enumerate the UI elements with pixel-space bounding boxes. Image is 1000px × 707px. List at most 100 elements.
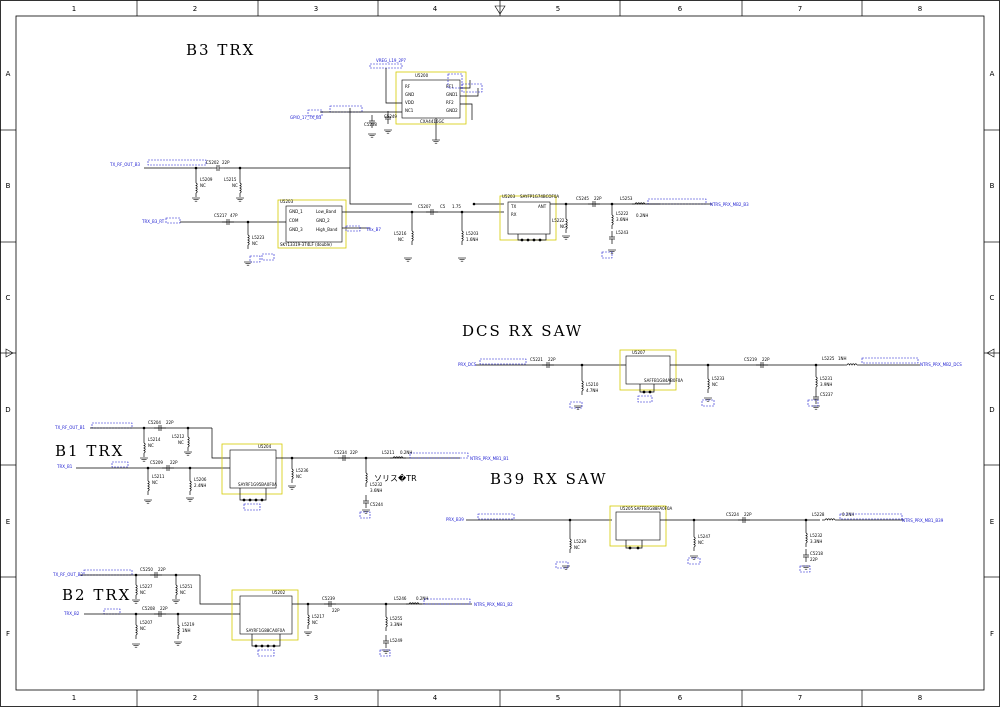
b39-saw-ref: U5205 [620,506,634,511]
row-label-c-right: C [990,294,995,302]
l5232-label: L5232 [370,482,383,487]
b39-output-net-label[interactable]: NTRS_PRX_MB1_B39 [902,518,944,523]
trx-b7-net-label[interactable]: TRx_B7 [365,227,381,232]
u5200-pin-rf: RF [405,84,411,89]
b3-duplexer-chip[interactable] [507,201,551,235]
l5210-value: 4.7NH [586,388,598,393]
row-label-f: F [6,630,10,638]
row-label-f-right: F [990,630,994,638]
b2-duplexer-part: SAYRF1G88CA0F0A [246,628,285,633]
b39-rx-saw-circuit: PRX_B39 L5229 NC U5205 SAFFB1G88FA0F0A L… [446,505,944,573]
b3-l-shunt-nc: NC [560,224,566,229]
l5231-label: L5231 [820,376,833,381]
l5233-label: L5233 [712,376,725,381]
c5250-value: 22P [158,567,166,572]
b3-duplexer-ref: U5203 [502,194,516,199]
l5225-value: 1NH [838,356,847,361]
l5251-label: L5251 [180,584,193,589]
l5210-label: L5210 [586,382,599,387]
b1-rx-in-label[interactable]: TRX_B1 [56,464,73,469]
b39-saw-part: SAFFB1G88FA0F0A [634,506,672,511]
c5202-label: C5202 [206,160,219,165]
b3-tx-in-label[interactable]: TX_RF_OUT_B3 [109,162,141,167]
b2-duplexer-ref: U5202 [272,590,286,595]
l5255-value: 3.3NH [390,622,402,627]
col-label-8: 8 [918,5,922,13]
b39-input-net-label[interactable]: PRX_B39 [446,517,464,522]
l5223-nc: NC [252,241,258,246]
row-label-b: B [6,182,11,190]
c5224-value: 22P [744,512,752,517]
row-label-e-right: E [990,518,994,526]
l5232-b39-value: 3.3NH [810,539,822,544]
c5217-label: C5217 [214,213,227,218]
l5214-nc: NC [148,443,154,448]
l5222-label: L5222 [616,211,629,216]
b3-rx-in-label[interactable]: TRX_B3_RT [141,219,165,224]
c5204-value: 22P [166,420,174,425]
l5209-label: L5209 [200,177,213,182]
b3-switch-pin-gnd2: GND_2 [316,218,330,223]
dcs-output-net-label[interactable]: NTRS_PRX_MB2_DCS [920,362,962,367]
triangle-down-icon [494,5,506,15]
u5200-pin-nc1: NC1 [405,108,414,113]
l5216-nc: NC [398,237,404,242]
u5200-pin-gnd: GND [405,92,414,97]
col-label-4: 4 [433,5,438,13]
l5209-nc: NC [200,183,206,188]
row-label-b-right: B [990,182,995,190]
c5245-label: C5245 [576,196,589,201]
c5208-value: 22P [160,606,168,611]
l5206-value: 2.4NH [194,483,206,488]
l5203-value: 1.6NH [466,237,478,242]
b3-switch-pin-lowband: Low_Band [316,209,337,214]
c5-value: 1.75 [452,204,461,209]
row-label-a: A [6,70,11,78]
b1-duplexer-chip[interactable] [229,449,277,489]
col-label-3-bottom: 3 [314,694,318,702]
u5200-pin-gnd1: GND1 [446,92,458,97]
l5216-label: L5216 [394,231,407,236]
b3-duplexer-part: SAYFP1G74BCOF0A [520,194,559,199]
row-label-d-right: D [989,406,994,414]
l5236-nc: NC [296,474,302,479]
row-label-a-right: A [990,70,995,78]
b2-duplexer-chip[interactable] [239,595,293,635]
b1-duplexer-part: SAYRF1G95BA0F0A [238,482,277,487]
gpio-net-label[interactable]: GPIO_17_TX_B3 [290,115,322,120]
b3-switch-chip[interactable] [285,205,343,243]
col-label-2: 2 [193,5,197,13]
c5237-label: C5237 [820,392,833,397]
dcs-rx-saw-circuit: PRX_DCS C5221 22P L5210 4.7NH U5207 SAFF… [458,349,962,410]
section-title-b39-rx-saw: B39 RX SAW [490,470,608,488]
c5221-value: 22P [548,357,556,362]
l5236-label: L5236 [296,468,309,473]
c5218-label: C5218 [810,551,823,556]
b39-saw-highlight [609,505,667,547]
col-label-6: 6 [678,5,683,13]
c5209-value: 22P [170,460,178,465]
b2-output-net-label[interactable]: NTRS_PRX_MB1_B2 [474,602,513,607]
dcs-saw-chip[interactable] [625,355,671,385]
b39-saw-chip[interactable] [615,511,661,541]
dcs-input-net-label[interactable]: PRX_DCS [458,362,477,367]
vreg-net-label[interactable]: VREG_L19_2P7 [376,58,406,63]
b2-rx-in-label[interactable]: TRX_B2 [63,611,80,616]
section-title-b2-trx: B2 TRX [62,586,131,604]
l5223-label: L5223 [252,235,265,240]
c5234-label: C5234 [334,450,347,455]
l5232-b39-label: L5232 [810,533,823,538]
b1-tx-in-label[interactable]: TX_RF_OUT_B1 [54,425,86,430]
b1-output-net-label[interactable]: NTRS_PRX_MB1_B1 [470,456,509,461]
u5200-chip[interactable] [401,79,461,119]
l5211-series-value: 0.2NH [400,450,412,455]
col-label-1-bottom: 1 [72,694,76,702]
l5227-nc: NC [140,590,146,595]
b2-tx-in-label[interactable]: TX_RF_OUT_B2 [52,572,84,577]
b3-output-net-label[interactable]: NTRS_PRX_MB2_B3 [710,202,749,207]
c5202-value: 22P [222,160,230,165]
l5232-value: 3.6NH [370,488,382,493]
c5239-value: 22P [332,608,340,613]
col-label-5: 5 [556,5,560,13]
